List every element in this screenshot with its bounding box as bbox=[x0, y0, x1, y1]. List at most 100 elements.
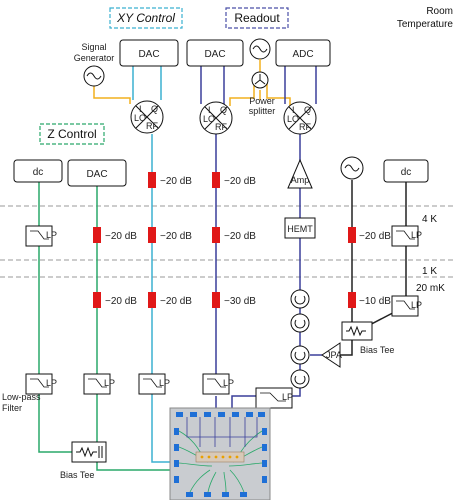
stage-4k-label: 4 K bbox=[422, 214, 437, 225]
power-splitter-label-2: splitter bbox=[249, 106, 276, 116]
lp-readout-out-mxc-label: LP bbox=[282, 392, 293, 402]
xy-iq-mixer-icon bbox=[130, 100, 164, 134]
room-temperature-label-2: Temperature bbox=[397, 19, 454, 30]
jpa-attenuation-20mk-label: −10 dB bbox=[359, 296, 391, 307]
xy-control-frame bbox=[109, 7, 183, 29]
stage-dividers bbox=[0, 205, 455, 278]
readout-in-mixer-q-label: Q bbox=[220, 105, 227, 115]
stage-20mk-label: 20 mK bbox=[416, 283, 445, 294]
low-pass-filter-label-1: Low-pass bbox=[2, 392, 41, 402]
signal-generator-label-2: Generator bbox=[74, 53, 115, 63]
readout-lo-source-icon bbox=[249, 38, 271, 60]
z-dac-line bbox=[96, 186, 170, 471]
readout-attenuator-rt bbox=[212, 172, 220, 188]
xy-lines bbox=[132, 66, 170, 463]
jpa-attenuator-4k bbox=[348, 227, 356, 243]
lp-filter-z-dc-4k bbox=[25, 225, 53, 247]
xy-drive-line bbox=[151, 134, 170, 463]
hemt-label: HEMT bbox=[287, 224, 313, 234]
xy-attenuation-rt-label: −20 dB bbox=[160, 176, 192, 187]
z-dc-box bbox=[13, 159, 63, 183]
readout-attenuator-4k bbox=[212, 227, 220, 243]
lp-filter-readout-in-mxc bbox=[202, 373, 230, 395]
lp-jpa-dc-4k-label: LP bbox=[411, 230, 422, 240]
hemt-box bbox=[284, 217, 316, 239]
jpa-attenuation-4k-label: −20 dB bbox=[359, 231, 391, 242]
jpa-dc-label: dc bbox=[401, 167, 412, 178]
signal-generator-label-1: Signal bbox=[81, 42, 106, 52]
lp-filter-readout-out-mxc bbox=[255, 387, 293, 409]
jpa-icon bbox=[321, 342, 341, 368]
readout-title: Readout bbox=[234, 11, 280, 25]
readout-adc-label: ADC bbox=[292, 49, 313, 60]
lp-filter-jpa-dc-20mk bbox=[391, 295, 419, 317]
lo-splitter-left bbox=[229, 82, 255, 106]
xy-attenuation-4k-label: −20 dB bbox=[160, 231, 192, 242]
readout-attenuation-4k-label: −20 dB bbox=[224, 231, 256, 242]
amp-label: Amp bbox=[291, 175, 310, 185]
circulator-icon-4 bbox=[290, 369, 310, 389]
z-control-frame bbox=[39, 123, 105, 145]
lp-filter-z-dc-mxc bbox=[25, 373, 53, 395]
bias-tee-z-icon bbox=[71, 441, 107, 463]
xy-control-title: XY Control bbox=[116, 11, 175, 25]
xy-dac-label: DAC bbox=[138, 49, 159, 60]
xy-attenuator-rt bbox=[148, 172, 156, 188]
power-splitter-label-1: Power bbox=[249, 96, 275, 106]
lo-signal-generator-line bbox=[93, 86, 131, 104]
stage-1k-label: 1 K bbox=[422, 266, 437, 277]
readout-in-mixer-rf-label: RF bbox=[215, 122, 227, 132]
readout-attenuation-20mk-label: −30 dB bbox=[224, 296, 256, 307]
lp-z-dc-4k-label: LP bbox=[46, 230, 57, 240]
readout-attenuator-20mk bbox=[212, 292, 220, 308]
jpa-dc-box bbox=[383, 159, 429, 183]
z-dc-label: dc bbox=[33, 167, 44, 178]
lo-splitter-right bbox=[266, 82, 291, 106]
qubit-chip-image bbox=[169, 407, 271, 500]
readout-adc-box bbox=[275, 39, 331, 67]
z-attenuation-20mk-label: −20 dB bbox=[105, 296, 137, 307]
z-control-title: Z Control bbox=[47, 127, 96, 141]
readout-out-mixer-rf-label: RF bbox=[299, 122, 311, 132]
room-temperature-label-1: Room bbox=[426, 6, 453, 17]
jpa-label: JPA bbox=[326, 350, 342, 360]
low-pass-filter-label-2: Filter bbox=[2, 403, 22, 413]
readout-frame bbox=[225, 7, 289, 29]
xy-dac-box bbox=[119, 39, 179, 67]
readout-out-mixer-q-label: Q bbox=[304, 105, 311, 115]
readout-in-mixer-i-label: I bbox=[208, 105, 211, 115]
ro-circ-4-out bbox=[292, 388, 301, 397]
bias-tee-right-label: Bias Tee bbox=[360, 345, 394, 355]
bias-tee-left-label: Bias Tee bbox=[60, 470, 94, 480]
z-attenuation-4k-label: −20 dB bbox=[105, 231, 137, 242]
circulator-icon-1 bbox=[290, 289, 310, 309]
circulator-icon-3 bbox=[290, 345, 310, 365]
z-dac-label: DAC bbox=[86, 169, 107, 180]
power-splitter-icon bbox=[251, 71, 269, 89]
bias-tee-jpa-icon bbox=[341, 321, 373, 341]
lp-readout-in-mxc-label: LP bbox=[223, 378, 234, 388]
readout-dac-box bbox=[186, 39, 244, 67]
readout-in-iq-mixer-icon bbox=[199, 101, 233, 135]
lp-z-dc-mxc-label: LP bbox=[46, 378, 57, 388]
lp-z-dac-mxc-label: LP bbox=[104, 378, 115, 388]
jpa-attenuator-20mk bbox=[348, 292, 356, 308]
lo-lines bbox=[93, 82, 291, 106]
readout-out-mixer-i-label: I bbox=[292, 105, 295, 115]
readout-in-mixer-lo-label: LO bbox=[203, 114, 215, 124]
jpa-pump-to-jpa bbox=[340, 338, 353, 356]
lp-xy-mxc-label: LP bbox=[159, 378, 170, 388]
lp-filter-xy-mxc bbox=[138, 373, 166, 395]
signal-generator-icon bbox=[83, 65, 105, 87]
z-lines bbox=[38, 182, 170, 471]
readout-attenuation-rt-label: −20 dB bbox=[224, 176, 256, 187]
lp-filter-jpa-dc-4k bbox=[391, 225, 419, 247]
readout-out-mixer-lo-label: LO bbox=[287, 114, 299, 124]
circulator-icon-2 bbox=[290, 313, 310, 333]
readout-out-iq-mixer-icon bbox=[283, 101, 317, 135]
room-temperature-amplifier-icon bbox=[287, 158, 313, 189]
lp-filter-z-dac-mxc bbox=[83, 373, 111, 395]
jpa-pump-source-icon bbox=[340, 156, 364, 180]
readout-dac-label: DAC bbox=[204, 49, 225, 60]
